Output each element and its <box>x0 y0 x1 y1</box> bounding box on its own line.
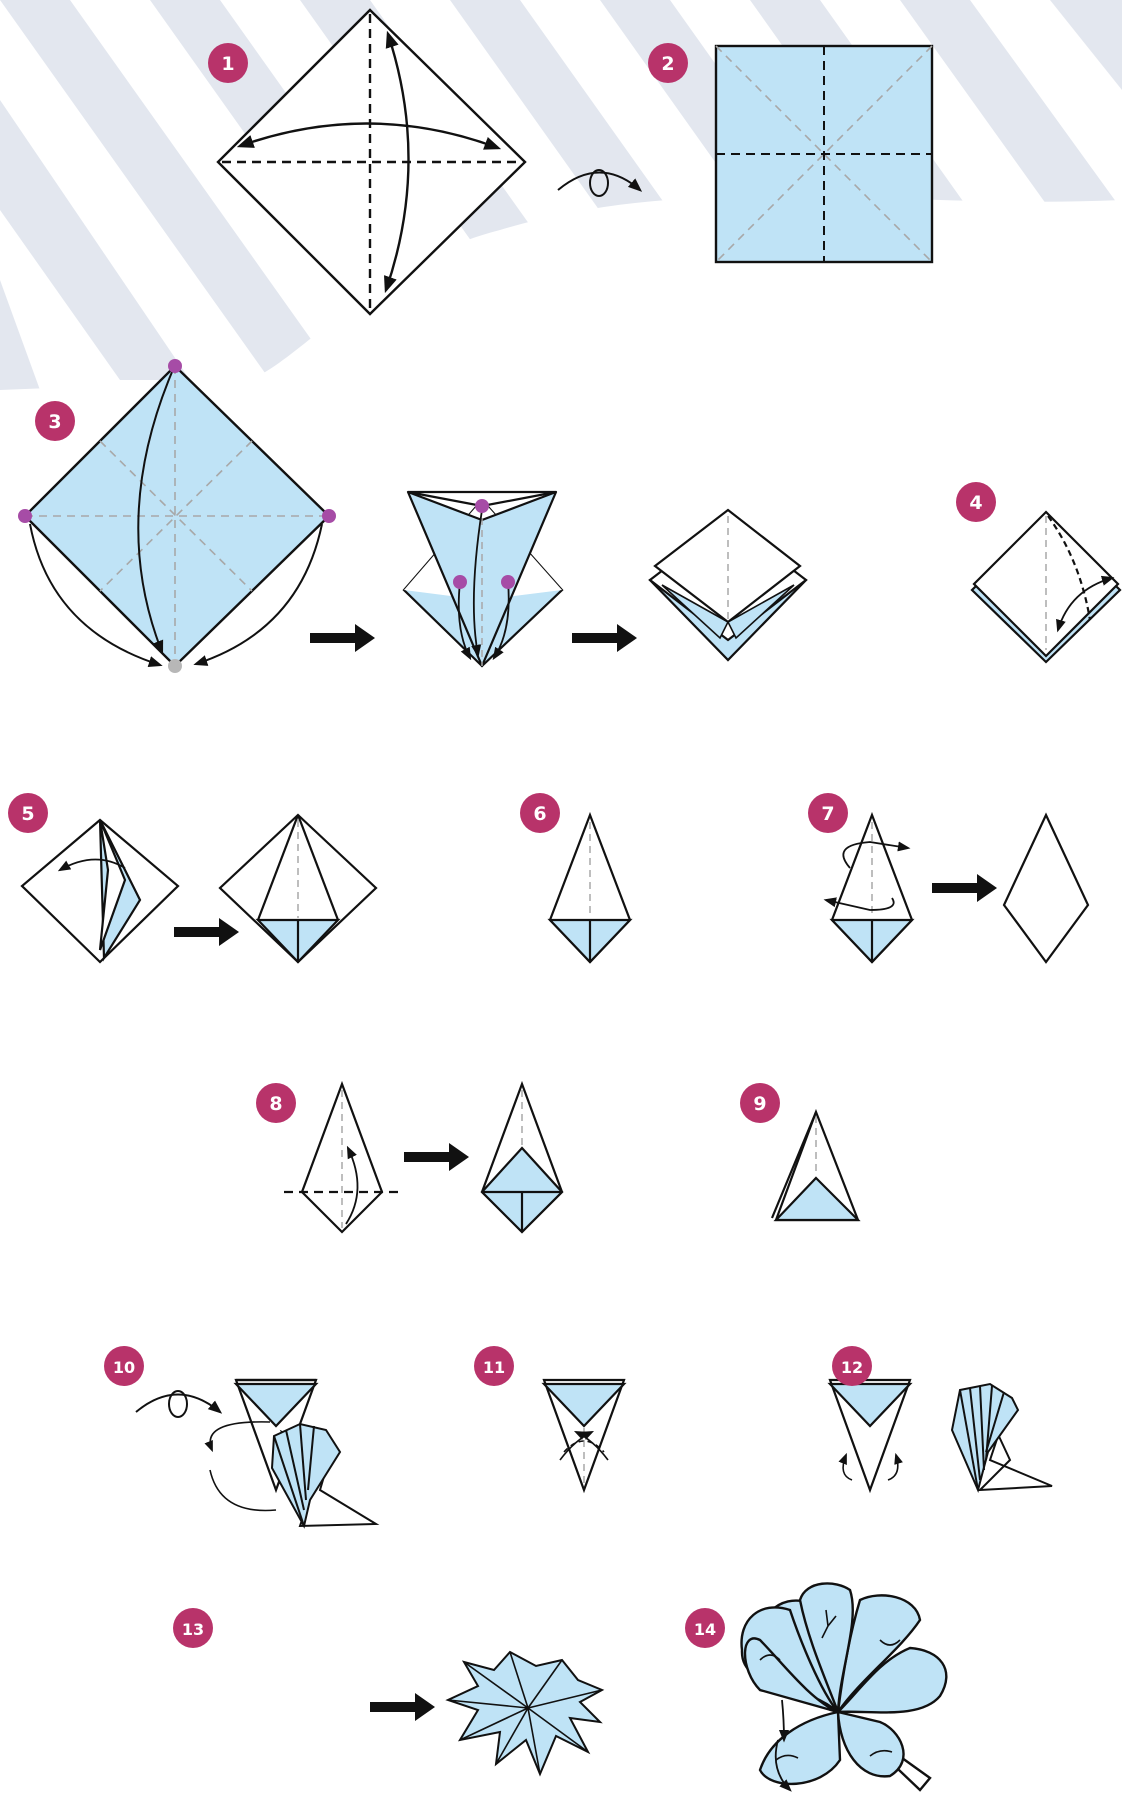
step-badge-7: 7 <box>808 793 848 833</box>
step-13b-diagram <box>448 1652 602 1774</box>
next-arrow-icon <box>572 624 637 652</box>
next-arrow-icon <box>174 918 239 946</box>
step-badge-3: 3 <box>35 401 75 441</box>
step-badge-12: 12 <box>832 1346 872 1386</box>
step-7-diagram <box>826 815 912 962</box>
next-arrow-icon <box>404 1143 469 1171</box>
step-badge-9: 9 <box>740 1083 780 1123</box>
step-badge-2: 2 <box>648 43 688 83</box>
step-number-14: 14 <box>694 1620 716 1639</box>
step-number-12: 12 <box>841 1358 863 1377</box>
step-12-diagram <box>830 1380 910 1490</box>
step-number-9: 9 <box>753 1093 766 1115</box>
step-8b-diagram <box>482 1084 562 1232</box>
step-number-13: 13 <box>182 1620 204 1639</box>
step-badge-10: 10 <box>104 1346 144 1386</box>
turn-over-icon <box>136 1391 220 1417</box>
step-13-diagram <box>210 1422 376 1526</box>
step-3b-diagram <box>404 492 562 666</box>
step-number-10: 10 <box>113 1358 135 1377</box>
step-2-diagram <box>716 46 932 262</box>
step-badge-5: 5 <box>8 793 48 833</box>
step-number-8: 8 <box>269 1093 282 1115</box>
step-4-diagram <box>972 512 1120 662</box>
step-badge-8: 8 <box>256 1083 296 1123</box>
step-11-diagram <box>544 1380 624 1490</box>
step-badge-13: 13 <box>173 1608 213 1648</box>
step-number-6: 6 <box>533 803 546 825</box>
step-3c-diagram <box>650 510 806 660</box>
step-9-diagram <box>772 1112 858 1220</box>
next-arrow-icon <box>310 624 375 652</box>
step-5b-diagram <box>220 815 376 962</box>
step-8-diagram <box>284 1084 402 1232</box>
step-number-1: 1 <box>221 53 234 75</box>
step-number-4: 4 <box>969 492 982 514</box>
flower-icon <box>742 1583 947 1790</box>
next-arrow-icon <box>370 1693 435 1721</box>
step-badge-4: 4 <box>956 482 996 522</box>
next-arrow-icon <box>932 874 997 902</box>
step-number-7: 7 <box>821 803 834 825</box>
step-badge-14: 14 <box>685 1608 725 1648</box>
step-number-11: 11 <box>483 1358 505 1377</box>
step-7b-diagram <box>1004 815 1088 962</box>
step-number-5: 5 <box>21 803 34 825</box>
step-5-diagram <box>22 820 178 962</box>
background-stripes <box>0 0 1122 390</box>
step-number-2: 2 <box>661 53 674 75</box>
step-1-diagram <box>218 10 525 314</box>
step-6-diagram <box>550 815 630 962</box>
step-badge-11: 11 <box>474 1346 514 1386</box>
step-badge-6: 6 <box>520 793 560 833</box>
step-badge-1: 1 <box>208 43 248 83</box>
step-12b-diagram <box>952 1384 1052 1490</box>
step-number-3: 3 <box>48 411 61 433</box>
